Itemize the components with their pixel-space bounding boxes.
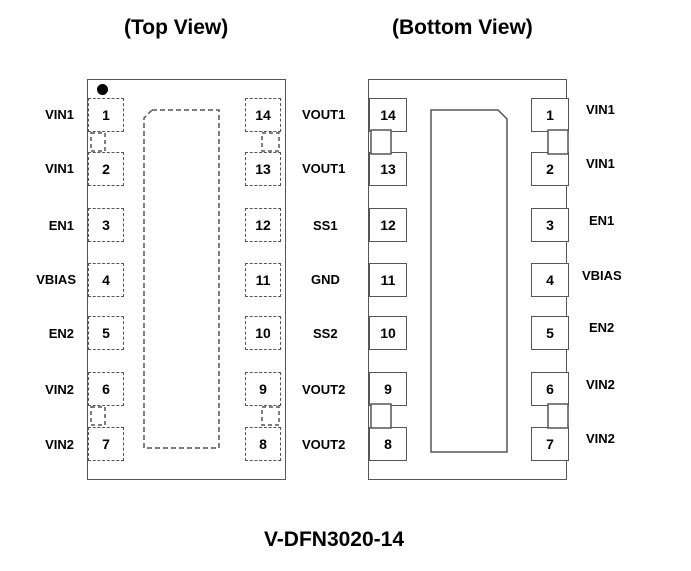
bottom-pad-10-number: 10 bbox=[380, 325, 396, 341]
bottom-stub-pin8-9 bbox=[370, 403, 392, 429]
top-pad-11: 11 bbox=[245, 263, 281, 297]
top-pad-1-number: 1 bbox=[102, 107, 110, 123]
top-pad-5-number: 5 bbox=[102, 325, 110, 341]
top-stub-pin8-9 bbox=[261, 406, 280, 426]
bottom-pad-1-number: 1 bbox=[546, 107, 554, 123]
bottom-pad-8: 8 bbox=[369, 427, 407, 461]
top-pad-6-number: 6 bbox=[102, 381, 110, 397]
label-left-pin1: VIN1 bbox=[45, 107, 74, 122]
label-left-pin2: VIN1 bbox=[45, 161, 74, 176]
bottom-pad-3-number: 3 bbox=[546, 217, 554, 233]
bottom-pad-10: 10 bbox=[369, 316, 407, 350]
bottom-stub-pin1-2 bbox=[547, 129, 569, 155]
label-right-pin7: VIN2 bbox=[586, 431, 615, 446]
bottom-pad-1: 1 bbox=[531, 98, 569, 132]
bottom-pad-2: 2 bbox=[531, 152, 569, 186]
label-center-pin10: SS2 bbox=[313, 326, 338, 341]
top-pad-4: 4 bbox=[88, 263, 124, 297]
bottom-pad-7-number: 7 bbox=[546, 436, 554, 452]
top-pad-8: 8 bbox=[245, 427, 281, 461]
label-left-pin6: VIN2 bbox=[45, 382, 74, 397]
top-pad-4-number: 4 bbox=[102, 272, 110, 288]
top-pad-7: 7 bbox=[88, 427, 124, 461]
top-view-package-outline bbox=[87, 79, 286, 480]
top-stub-pin6-7 bbox=[90, 406, 106, 426]
label-right-pin2: VIN1 bbox=[586, 156, 615, 171]
bottom-pad-2-number: 2 bbox=[546, 161, 554, 177]
label-left-pin3: EN1 bbox=[48, 218, 74, 233]
top-pad-12: 12 bbox=[245, 208, 281, 242]
label-left-pin4: VBIAS bbox=[36, 272, 76, 287]
label-right-pin4: VBIAS bbox=[582, 268, 622, 283]
package-name: V-DFN3020-14 bbox=[263, 528, 405, 551]
bottom-pad-13: 13 bbox=[369, 152, 407, 186]
label-center-pin14: VOUT1 bbox=[302, 107, 346, 122]
top-pad-9: 9 bbox=[245, 372, 281, 406]
label-left-pin5: EN2 bbox=[48, 326, 74, 341]
top-pad-9-number: 9 bbox=[259, 381, 267, 397]
label-right-pin1: VIN1 bbox=[586, 102, 615, 117]
top-pad-10: 10 bbox=[245, 316, 281, 350]
top-pad-3-number: 3 bbox=[102, 217, 110, 233]
bottom-view-exposed-pad bbox=[430, 109, 508, 453]
label-center-pin8: VOUT2 bbox=[302, 437, 346, 452]
top-pad-10-number: 10 bbox=[255, 325, 271, 341]
bottom-pad-9: 9 bbox=[369, 372, 407, 406]
bottom-pad-3: 3 bbox=[531, 208, 569, 242]
top-pad-1: 1 bbox=[88, 98, 124, 132]
bottom-pad-9-number: 9 bbox=[384, 381, 392, 397]
bottom-pad-11: 11 bbox=[369, 263, 407, 297]
label-center-pin11: GND bbox=[311, 272, 340, 287]
top-view-exposed-pad bbox=[143, 109, 220, 449]
bottom-pad-12-number: 12 bbox=[380, 217, 396, 233]
label-center-pin13: VOUT1 bbox=[302, 161, 346, 176]
label-right-pin3: EN1 bbox=[589, 213, 615, 228]
label-center-pin9: VOUT2 bbox=[302, 382, 346, 397]
top-pad-14: 14 bbox=[245, 98, 281, 132]
top-view-title: (Top View) bbox=[124, 16, 229, 39]
bottom-pad-12: 12 bbox=[369, 208, 407, 242]
bottom-pad-14-number: 14 bbox=[380, 107, 396, 123]
top-stub-pin13-14 bbox=[261, 132, 280, 152]
label-left-pin7: VIN2 bbox=[45, 437, 74, 452]
pin1-marker-dot bbox=[97, 84, 108, 95]
top-pad-13: 13 bbox=[245, 152, 281, 186]
top-pad-2-number: 2 bbox=[102, 161, 110, 177]
label-right-pin5: EN2 bbox=[589, 320, 615, 335]
top-pad-11-number: 11 bbox=[255, 272, 271, 288]
top-pad-6: 6 bbox=[88, 372, 124, 406]
bottom-pad-11-number: 11 bbox=[380, 272, 396, 288]
bottom-pad-5-number: 5 bbox=[546, 325, 554, 341]
bottom-pad-8-number: 8 bbox=[384, 436, 392, 452]
bottom-pad-4: 4 bbox=[531, 263, 569, 297]
top-stub-pin1-2 bbox=[90, 132, 106, 152]
bottom-pad-5: 5 bbox=[531, 316, 569, 350]
top-pad-2: 2 bbox=[88, 152, 124, 186]
top-pad-14-number: 14 bbox=[255, 107, 271, 123]
bottom-pad-4-number: 4 bbox=[546, 272, 554, 288]
bottom-view-title: (Bottom View) bbox=[392, 16, 533, 39]
top-pad-7-number: 7 bbox=[102, 436, 110, 452]
top-pad-3: 3 bbox=[88, 208, 124, 242]
top-pad-12-number: 12 bbox=[255, 217, 271, 233]
bottom-pad-14: 14 bbox=[369, 98, 407, 132]
bottom-stub-pin13-14 bbox=[370, 129, 392, 155]
label-right-pin6: VIN2 bbox=[586, 377, 615, 392]
top-pad-13-number: 13 bbox=[255, 161, 271, 177]
label-center-pin12: SS1 bbox=[313, 218, 338, 233]
bottom-pad-6-number: 6 bbox=[546, 381, 554, 397]
bottom-pad-7: 7 bbox=[531, 427, 569, 461]
bottom-pad-13-number: 13 bbox=[380, 161, 396, 177]
bottom-stub-pin6-7 bbox=[547, 403, 569, 429]
top-pad-8-number: 8 bbox=[259, 436, 267, 452]
top-pad-5: 5 bbox=[88, 316, 124, 350]
